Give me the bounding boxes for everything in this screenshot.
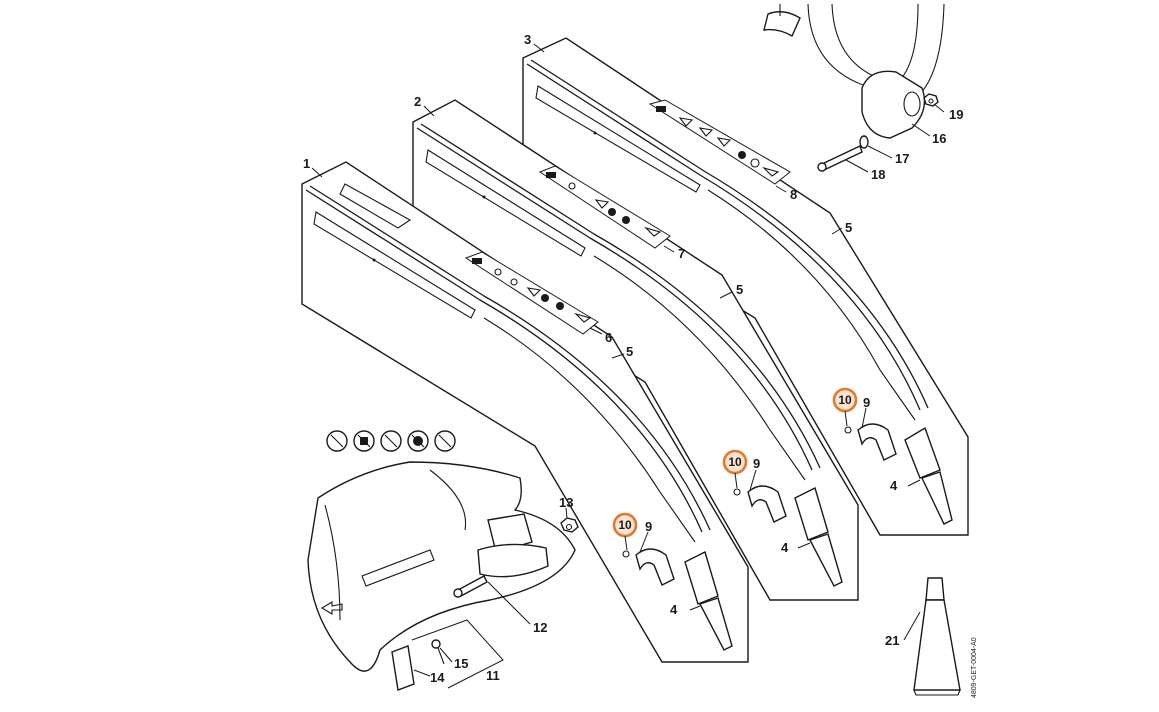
clamp-9-a — [635, 548, 675, 586]
callout-8: 8 — [790, 187, 797, 202]
clamp-9-b — [747, 485, 787, 523]
decal-6 — [464, 251, 599, 335]
leader-lines — [311, 43, 945, 677]
decal-8 — [648, 99, 791, 185]
callout-10c: 10 — [838, 393, 852, 407]
handle-grip-1 — [684, 551, 733, 651]
nut-19 — [923, 93, 939, 107]
pictogram-row — [326, 430, 456, 452]
callout-7: 7 — [678, 246, 685, 261]
kit-11 — [391, 619, 504, 691]
callout-21: 21 — [885, 633, 899, 648]
callout-19: 19 — [949, 107, 963, 122]
clamp-9-c — [857, 423, 897, 461]
callout-14: 14 — [430, 670, 445, 685]
deflector-guard — [307, 430, 576, 672]
shaft-assembly-2 — [412, 99, 859, 601]
callout-10b: 10 — [728, 455, 742, 469]
screw-12 — [453, 575, 488, 598]
callout-4b: 4 — [781, 540, 789, 555]
callout-9c: 9 — [863, 395, 870, 410]
callout-4c: 4 — [890, 478, 898, 493]
callout-18: 18 — [871, 167, 885, 182]
handle-grip-3 — [904, 426, 953, 525]
loop-handle — [763, 3, 945, 139]
handle-grip-2 — [794, 487, 843, 587]
callout-5c: 5 — [845, 220, 852, 235]
shaft-assembly-3 — [522, 37, 969, 536]
callout-13: 13 — [559, 495, 573, 510]
callout-labels: 1 2 3 4 4 4 5 5 5 6 7 8 9 9 9 10 10 10 1… — [303, 32, 978, 698]
callout-2: 2 — [414, 94, 421, 109]
washer-17 — [859, 135, 869, 149]
callout-11: 11 — [486, 668, 500, 683]
callout-16: 16 — [932, 131, 946, 146]
callout-17: 17 — [895, 151, 909, 166]
document-number: 4809-GET-0004-A0 — [971, 637, 978, 698]
callout-12: 12 — [533, 620, 547, 635]
decal-7 — [538, 165, 671, 249]
callout-5b: 5 — [736, 282, 743, 297]
callout-6: 6 — [605, 330, 612, 345]
callout-1: 1 — [303, 156, 310, 171]
callout-9b: 9 — [753, 456, 760, 471]
callout-5a: 5 — [626, 344, 633, 359]
screw-18 — [817, 145, 863, 172]
callout-3: 3 — [524, 32, 531, 47]
callout-10a: 10 — [618, 518, 632, 532]
grease-tube-21 — [913, 577, 961, 696]
callout-9a: 9 — [645, 519, 652, 534]
nut-13 — [560, 517, 579, 533]
shaft-assembly-1 — [301, 161, 749, 663]
callout-15: 15 — [454, 656, 468, 671]
callout-4a: 4 — [670, 602, 678, 617]
